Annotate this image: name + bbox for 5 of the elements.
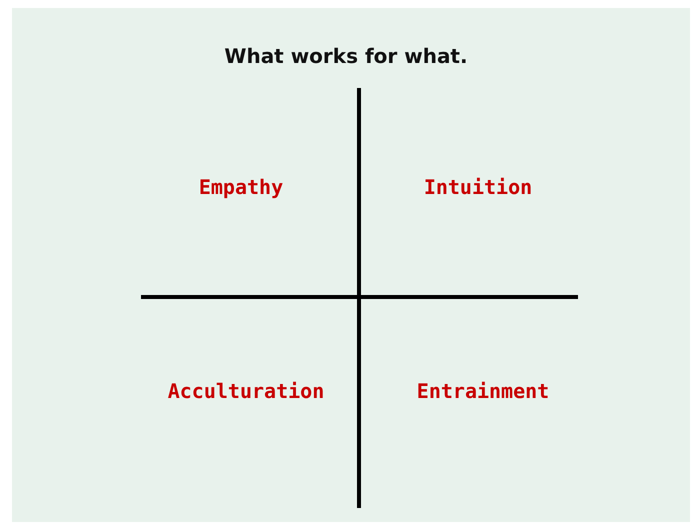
chart-title: What works for what.	[223, 44, 469, 68]
quadrant-label: Empathy	[198, 175, 284, 199]
quadrant-label: Acculturation	[168, 379, 324, 403]
quadrant-label: Entrainment	[416, 379, 550, 403]
quadrant-label: Intuition	[424, 175, 532, 199]
